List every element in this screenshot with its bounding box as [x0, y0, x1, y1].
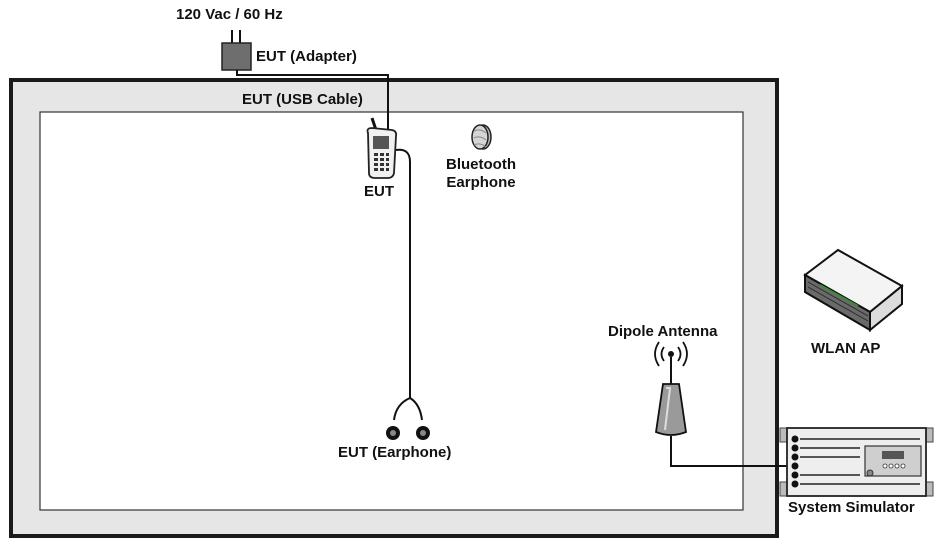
usb-cable-label: EUT (USB Cable): [242, 91, 363, 108]
wlan-router-icon: [803, 248, 904, 333]
power-adapter-icon: [221, 30, 252, 71]
earphone-cable-line: [395, 148, 411, 398]
bluetooth-label-line2: Earphone: [446, 174, 516, 191]
mobile-phone-icon: [366, 117, 398, 179]
system-simulator-label: System Simulator: [788, 499, 915, 516]
bluetooth-label-line1: Bluetooth: [446, 156, 516, 173]
power-source-label: 120 Vac / 60 Hz: [176, 6, 283, 23]
bluetooth-earphone-label: Bluetooth Earphone: [440, 156, 522, 192]
bluetooth-earphone-icon: [471, 124, 492, 150]
wired-earphone-icon: [386, 397, 430, 440]
adapter-label: EUT (Adapter): [256, 48, 357, 65]
dipole-antenna-icon: [654, 341, 688, 436]
antenna-cable-line: [670, 436, 793, 467]
earphone-label: EUT (Earphone): [338, 444, 452, 461]
chamber-inner-area: [39, 111, 744, 511]
system-simulator-icon: [779, 427, 934, 497]
wlan-ap-label: WLAN AP: [811, 340, 881, 357]
dipole-antenna-label: Dipole Antenna: [608, 323, 718, 340]
eut-label: EUT: [364, 183, 394, 200]
